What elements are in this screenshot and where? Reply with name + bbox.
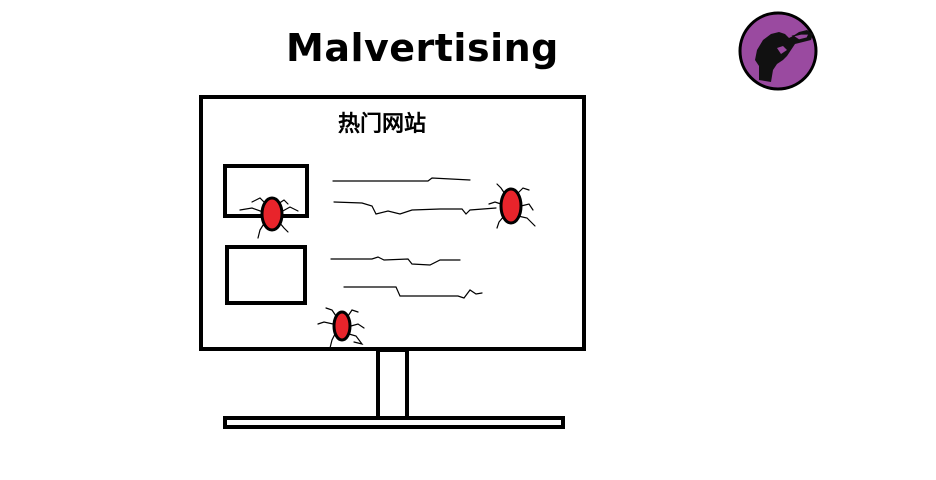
- scribble-line-2: [333, 201, 497, 215]
- scribble-line-4: [343, 286, 483, 299]
- scribble-line-1: [332, 177, 471, 182]
- monitor-neck: [376, 348, 409, 425]
- hacker-silhouette-icon: [738, 11, 818, 91]
- monitor: [199, 95, 586, 429]
- bug-icon: [488, 183, 536, 229]
- monitor-base: [223, 416, 565, 429]
- page-title: Malvertising: [286, 26, 559, 70]
- screen-heading: 热门网站: [338, 112, 427, 137]
- ad-box-bottom: [225, 245, 307, 305]
- scribble-line-3: [330, 256, 461, 266]
- bug-icon: [317, 307, 365, 349]
- scribbled-text-lines: [330, 177, 497, 299]
- bug-icon: [239, 196, 299, 239]
